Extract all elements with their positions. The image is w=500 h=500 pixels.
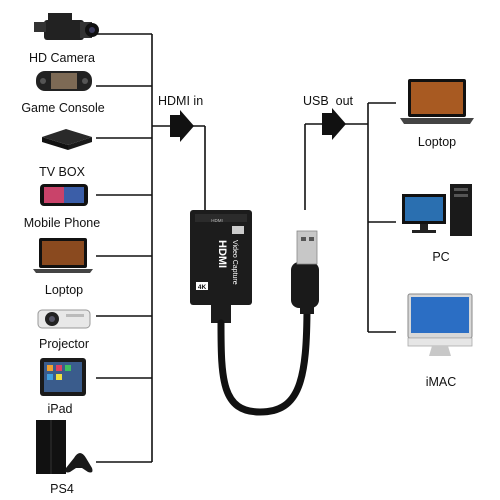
tv-box-icon — [42, 129, 92, 150]
output-label-loptop: Loptop — [417, 135, 457, 149]
output-laptop-icon — [400, 79, 474, 124]
input-label-game-console: Game Console — [21, 101, 105, 115]
laptop-icon — [33, 238, 93, 273]
input-label-hd-camera: HD Camera — [29, 51, 95, 65]
usb-out-arrow — [322, 108, 346, 140]
desktop-pc-icon — [402, 184, 472, 236]
video-camera-icon — [34, 13, 99, 40]
device-brand: HDMI — [216, 240, 228, 268]
port-label: HDMI — [211, 218, 223, 223]
4k-badge: 4K — [198, 284, 207, 291]
capture-card-icon: 4K HDMI HDMI Video Capture — [190, 210, 252, 323]
imac-icon — [407, 293, 473, 356]
input-label-ps4: PS4 — [50, 482, 74, 496]
output-label-imac: iMAC — [425, 375, 457, 389]
output-label-pc: PC — [432, 250, 450, 264]
usb-cable — [217, 301, 311, 416]
hdmi-in-label: HDMI in — [158, 94, 204, 108]
tablet-icon — [40, 358, 86, 396]
usb-out-label: USB out — [303, 94, 354, 108]
game-console-icon — [36, 420, 93, 474]
projector-icon — [37, 309, 91, 329]
input-bus-lines — [96, 33, 206, 463]
smartphone-icon — [40, 184, 88, 206]
input-label-tv-box: TV BOX — [39, 165, 85, 179]
input-label-projector: Projector — [38, 337, 90, 351]
usb-plug-icon — [291, 230, 319, 314]
device-subtitle: Video Capture — [231, 240, 238, 285]
hdmi-in-arrow — [170, 110, 194, 142]
input-label-loptop: Loptop — [44, 283, 84, 297]
handheld-console-icon — [36, 71, 92, 91]
input-label-ipad: iPad — [47, 402, 73, 416]
input-label-mobile-phone: Mobile Phone — [23, 216, 101, 230]
